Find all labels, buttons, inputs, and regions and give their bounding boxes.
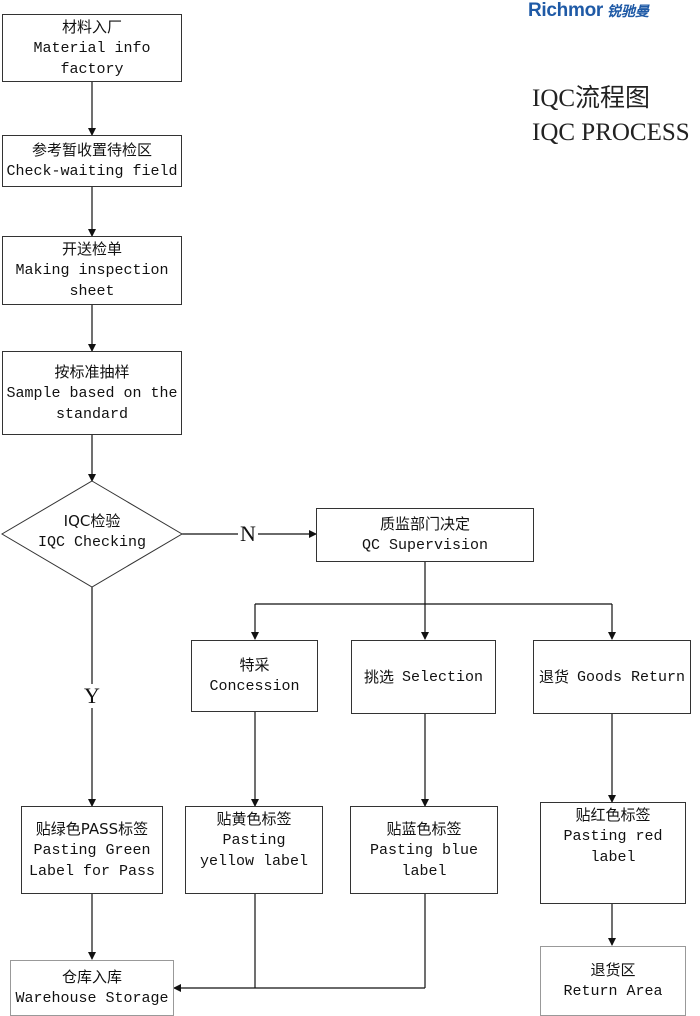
- node-label-zh: 贴蓝色标签: [386, 819, 462, 838]
- node-label-en: label: [401, 862, 447, 880]
- node-label-en: Label for Pass: [28, 862, 156, 880]
- node-return-area: 退货区 Return Area: [540, 946, 686, 1016]
- logo-brand-text: Richmor: [528, 0, 603, 21]
- node-label-zh: 退货: [538, 667, 569, 686]
- node-warehouse: 仓库入库 Warehouse Storage: [10, 960, 174, 1016]
- node-label-en: Return Area: [563, 983, 663, 1000]
- node-label-en: yellow label: [199, 853, 309, 870]
- diagram-title: IQC流程图 IQC PROCESS: [532, 82, 700, 150]
- title-line-english: IQC PROCESS: [532, 119, 690, 146]
- node-label-zh: 贴黄色标签: [216, 810, 292, 828]
- node-label-en: Pasting Green: [33, 841, 151, 859]
- richmor-logo: Richmor 锐驰曼: [528, 0, 649, 22]
- node-goods-return: 退货 Goods Return: [533, 640, 691, 714]
- node-label-en: QC Supervision: [361, 537, 489, 554]
- node-check-waiting: 参考暂收置待检区 Check-waiting field: [2, 135, 182, 187]
- node-green-label: 贴绿色PASS标签 Pasting Green Label for Pass: [21, 806, 163, 894]
- node-iqc-check: IQC检验 IQC Checking: [2, 510, 182, 554]
- node-label-en: Pasting red: [563, 828, 663, 845]
- node-label-en: sheet: [69, 283, 115, 300]
- node-label-en: Making inspection: [15, 262, 169, 279]
- node-label-en: Goods Return: [576, 668, 686, 686]
- node-label-zh: 退货区: [590, 961, 636, 979]
- node-label-zh: 特采: [239, 656, 270, 674]
- node-concession: 特采 Concession: [191, 640, 318, 712]
- node-yellow-label: 贴黄色标签 Pasting yellow label: [185, 806, 323, 894]
- branch-label-yes: Y: [82, 683, 102, 708]
- node-label-zh: 按标准抽样: [54, 362, 130, 381]
- branch-label-no: N: [238, 521, 258, 546]
- node-material-in: 材料入厂 Material info factory: [2, 14, 182, 82]
- node-label-en: Pasting: [222, 832, 286, 849]
- node-label-zh: 参考暂收置待检区: [31, 141, 152, 159]
- node-label-en: Warehouse Storage: [15, 990, 169, 1007]
- node-label-en: Material info: [33, 39, 151, 57]
- node-label-en: Pasting blue: [369, 841, 479, 859]
- node-label-zh: 挑选: [363, 667, 394, 686]
- node-label-zh: 质监部门决定: [379, 515, 470, 533]
- logo-brand-chinese: 锐驰曼: [606, 4, 649, 20]
- node-label-en: label: [590, 849, 636, 866]
- node-label-en: IQC Checking: [37, 534, 147, 551]
- node-qc-supervision: 质监部门决定 QC Supervision: [316, 508, 534, 562]
- iqc-check-diamond: [1, 480, 183, 588]
- node-label-en: standard: [55, 405, 128, 423]
- node-label-en: Check-waiting field: [6, 163, 178, 180]
- node-blue-label: 贴蓝色标签 Pasting blue label: [350, 806, 498, 894]
- node-label-en: Selection: [402, 668, 484, 686]
- node-label-en: factory: [60, 60, 124, 78]
- node-label-zh: 贴绿色PASS标签: [35, 819, 149, 838]
- node-label-en: Concession: [209, 678, 300, 695]
- node-label-zh: 贴红色标签: [575, 806, 651, 824]
- title-line-chinese: IQC流程图: [532, 85, 651, 112]
- node-selection: 挑选 Selection: [351, 640, 496, 714]
- node-label-zh: 仓库入库: [61, 968, 122, 986]
- node-label-zh: 材料入厂: [61, 17, 122, 36]
- node-label-zh: 开送检单: [61, 240, 122, 258]
- node-red-label: 贴红色标签 Pasting red label: [540, 802, 686, 904]
- node-sampling: 按标准抽样 Sample based on the standard: [2, 351, 182, 435]
- node-label-zh: IQC检验: [63, 512, 121, 530]
- node-label-en: Sample based on the: [6, 384, 178, 402]
- node-inspection-sheet: 开送检单 Making inspection sheet: [2, 236, 182, 305]
